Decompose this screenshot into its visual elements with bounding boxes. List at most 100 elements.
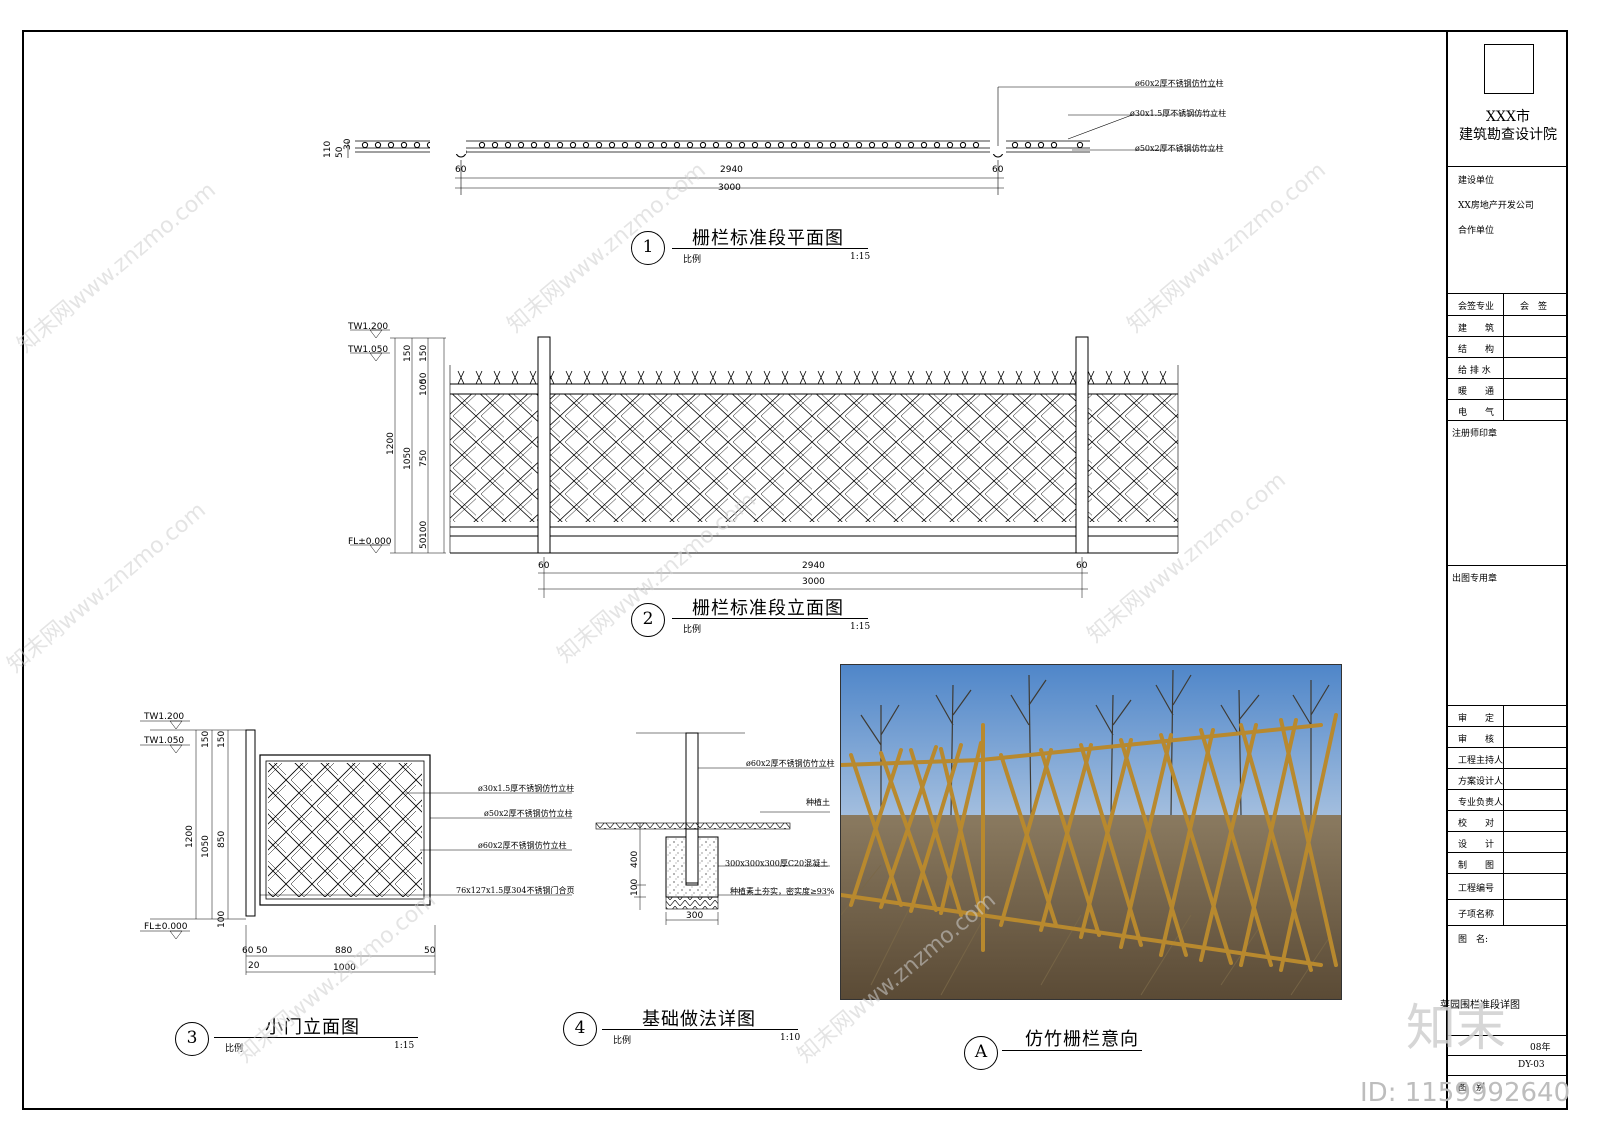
elevation-crossed-tip (961, 370, 969, 385)
elevation-crossed-tip (709, 370, 717, 385)
drawing-name: 菜园围栏准段详图 (1440, 1000, 1520, 1011)
found-note: 种植土 (806, 797, 830, 807)
view-title: 基础做法详图 (642, 1009, 756, 1030)
plan-bamboo-stake (400, 141, 408, 149)
elevation-crossed-tip (943, 370, 951, 385)
client-label: 建设单位 (1458, 176, 1495, 186)
elevation-crossed-tip (511, 370, 519, 385)
elevation-crossed-tip (817, 370, 825, 385)
role-label: 专业负责人 (1458, 798, 1504, 808)
gate-dim-h150: 150 (201, 731, 211, 748)
plan-bamboo-stake (361, 141, 369, 149)
role-label: 方案设计人 (1458, 777, 1504, 787)
view-title: 小门立面图 (265, 1017, 360, 1038)
gate-note: ø50x2厚不锈钢仿竹立柱 (484, 808, 573, 818)
gate-dim-60: 60 (242, 946, 254, 956)
title-underline (672, 618, 868, 619)
scale-label: 比例 (225, 1044, 244, 1054)
discipline-label: 电 气 (1458, 408, 1495, 418)
plan-bamboo-stake (907, 141, 915, 149)
partner-label: 合作单位 (1458, 226, 1495, 236)
plan-bamboo-stake (1076, 141, 1084, 149)
plan-bamboo-stake (959, 141, 967, 149)
level-tw1200: TW1.200 (347, 322, 388, 332)
dim-h1200: 1200 (386, 432, 396, 455)
elevation-crossed-tip (673, 370, 681, 385)
plan-bamboo-stake (634, 141, 642, 149)
role-label: 工程主持人 (1458, 756, 1504, 766)
dim-h50: 50 (419, 537, 429, 549)
role-label: 设 计 (1458, 840, 1495, 850)
level-fl: FL±0.000 (348, 537, 392, 547)
cosign-divider (1503, 293, 1504, 420)
dim-h150: 150 (419, 345, 429, 362)
gate-dim-1000: 1000 (333, 963, 356, 973)
client-value: XX房地产开发公司 (1458, 201, 1534, 211)
role-label: 制 图 (1458, 861, 1495, 871)
gate-dim-h150: 150 (217, 731, 227, 748)
role-label: 审 核 (1458, 735, 1495, 745)
title-underline (602, 1029, 798, 1030)
elevation-crossed-tip (727, 370, 735, 385)
plan-bamboo-stake (621, 141, 629, 149)
role-row: 工程编号 (1448, 873, 1568, 899)
plan-bamboo-stake (842, 141, 850, 149)
elevation-crossed-tip (619, 370, 627, 385)
scale-label: 比例 (683, 255, 702, 265)
plan-bamboo-stake (1037, 141, 1045, 149)
gate-note: ø30x1.5厚不锈钢仿竹立柱 (478, 783, 574, 793)
title-underline (1002, 1050, 1142, 1051)
plan-bamboo-stake (478, 141, 486, 149)
found-dim-400: 400 (630, 851, 640, 868)
view-title: 栅栏标准段立面图 (692, 598, 844, 619)
institute-line-1: XXX市 (1486, 109, 1530, 125)
dim-plan-110: 110 (323, 141, 333, 158)
role-label: 审 定 (1458, 714, 1495, 724)
role-label: 子项名称 (1458, 910, 1495, 920)
discipline-label: 给 排 水 (1458, 366, 1491, 376)
role-row: 子项名称 (1448, 899, 1568, 925)
sheet-row: DY-03 (1448, 1055, 1568, 1075)
plan-bamboo-stake (920, 141, 928, 149)
elevation-crossed-tip (835, 370, 843, 385)
gate-dim-50: 50 (256, 946, 268, 956)
dim-post-right: 60 (992, 165, 1004, 175)
elevation-crossed-tip (781, 370, 789, 385)
plan-bamboo-stake (738, 141, 746, 149)
found-dim-300: 300 (686, 911, 703, 921)
scale-value: 1:15 (850, 252, 871, 262)
plan-bamboo-stake (374, 141, 382, 149)
plan-bamboo-stake (751, 141, 759, 149)
plan-note: ø30x1.5厚不锈钢仿竹立柱 (1130, 108, 1226, 118)
plan-bamboo-stake (712, 141, 720, 149)
plan-bamboo-stake (803, 141, 811, 149)
title-underline (672, 248, 868, 249)
elevation-crossed-tip (1141, 370, 1149, 385)
plan-bamboo-stake (387, 141, 395, 149)
gate-level-fl: FL±0.000 (144, 922, 188, 932)
plan-bamboo-stake (777, 141, 785, 149)
plan-bamboo-stake (673, 141, 681, 149)
drawing-border (22, 30, 1568, 1110)
role-row: 设 计 (1448, 831, 1568, 852)
dim-post-left: 60 (538, 561, 550, 571)
plan-bamboo-stake (1011, 141, 1019, 149)
plan-bamboo-stake (530, 141, 538, 149)
elevation-crossed-tip (529, 370, 537, 385)
elevation-crossed-tip (1087, 370, 1095, 385)
elevation-crossed-tip (1051, 370, 1059, 385)
role-label: 校 对 (1458, 819, 1495, 829)
drawing-name-label: 图 名: (1458, 935, 1489, 945)
gate-dim-h1200: 1200 (185, 825, 195, 848)
gate-note: ø60x2厚不锈钢仿竹立柱 (478, 840, 567, 850)
plan-note: ø60x2厚不锈钢仿竹立柱 (1135, 78, 1224, 88)
date-value: 08年 (1530, 1043, 1551, 1053)
plan-bamboo-stake (582, 141, 590, 149)
dim-total: 3000 (802, 577, 825, 587)
gate-dim-h850: 850 (217, 831, 227, 848)
cosign-label: 会签专业 (1458, 302, 1495, 312)
discipline-row: 电 气 (1448, 399, 1568, 420)
plan-bamboo-stake (933, 141, 941, 149)
found-note: 种植素土夯实，密实度≥93% (730, 886, 835, 896)
dim-h150: 150 (403, 345, 413, 362)
